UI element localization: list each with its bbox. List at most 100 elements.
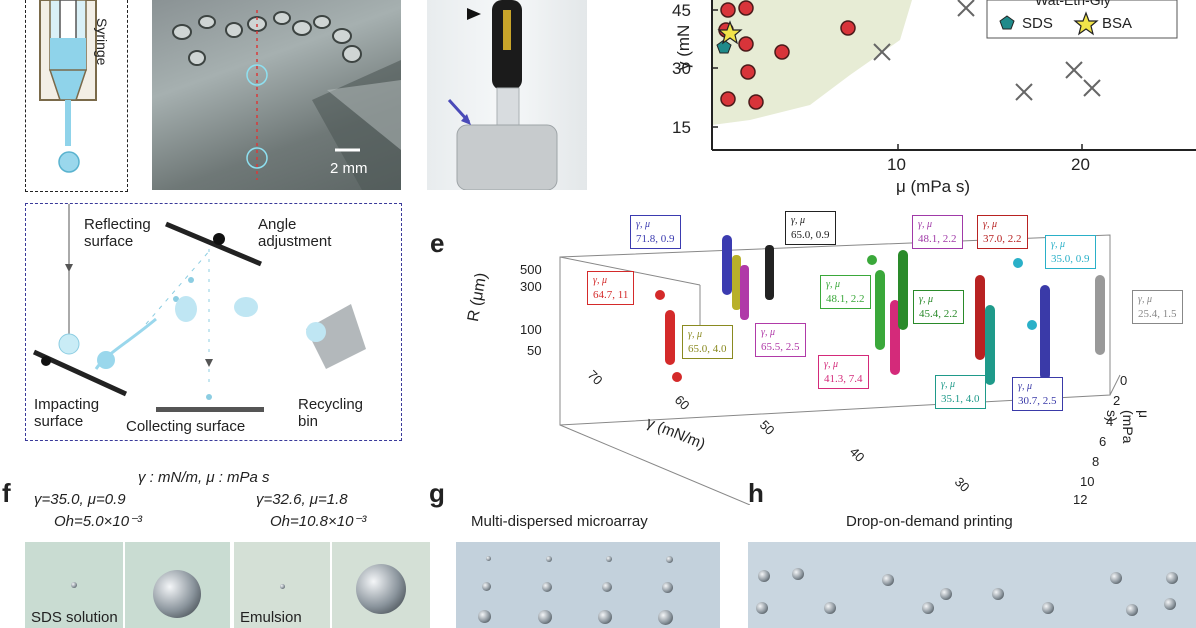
droplet-icon	[598, 610, 612, 624]
panel-f-right-params: γ=32.6, μ=1.8	[256, 491, 348, 508]
droplet-icon	[1164, 598, 1176, 610]
panel-f-left-oh: Oh=5.0×10⁻³	[54, 513, 142, 530]
droplet-path-icon	[32, 204, 366, 412]
photo-divider	[123, 542, 125, 628]
panel-b-schematic: Reflecting surface Angle adjustment Impa…	[25, 203, 402, 441]
emulsion-photo: Emulsion	[234, 542, 430, 628]
droplet-icon	[1042, 602, 1054, 614]
droplet-trajectory-icon	[172, 10, 401, 190]
droplet-icon	[824, 602, 836, 614]
tag-value: 25.4, 1.5	[1138, 308, 1177, 320]
panel-e-letter: e	[430, 228, 445, 258]
droplet-icon	[1110, 572, 1122, 584]
small-droplet-icon	[280, 584, 285, 589]
tag-header: γ, μ	[791, 215, 805, 226]
large-droplet-icon	[153, 570, 201, 618]
droplet-icon	[542, 582, 552, 592]
droplet-icon	[602, 582, 612, 592]
y-tick-45: 45	[672, 1, 691, 20]
tag-header: γ, μ	[919, 294, 933, 305]
droplet-icon	[606, 556, 612, 562]
tag-header: γ, μ	[636, 219, 650, 230]
droplet-icon	[758, 570, 770, 582]
droplet-icon	[940, 588, 952, 600]
droplet-icon	[666, 556, 673, 563]
data-tag: γ, μ 65.0, 0.9	[785, 211, 836, 245]
tag-header: γ, μ	[941, 379, 955, 390]
droplet-icon	[756, 602, 768, 614]
droplet-icon	[992, 588, 1004, 600]
mu-tick-0: 0	[1120, 373, 1128, 388]
syringe-label: Syringe	[94, 18, 110, 66]
legend-bsa-label: BSA	[1102, 15, 1133, 32]
collecting-surface-label: Collecting surface	[126, 418, 246, 435]
data-tag: γ, μ 41.3, 7.4	[818, 355, 869, 389]
reflecting-surface-label: Reflecting surface	[84, 216, 151, 250]
mu-tick-8: 8	[1092, 454, 1100, 469]
tag-value: 71.8, 0.9	[636, 233, 675, 245]
tag-value: 64.7, 11	[593, 289, 629, 301]
droplet-icon	[1166, 572, 1178, 584]
scale-bar-label: 2 mm	[330, 160, 368, 177]
droplet-icon	[662, 582, 673, 593]
recycling-bin-label: Recycling bin	[298, 396, 364, 430]
tag-header: γ, μ	[761, 327, 775, 338]
x-tick-20: 20	[1071, 155, 1090, 174]
legend-title: Wat-Eth-Gly	[1035, 0, 1111, 8]
printing-photo	[748, 542, 1196, 628]
tag-value: 48.1, 2.2	[826, 293, 865, 305]
data-tag: γ, μ 64.7, 11	[587, 271, 635, 305]
data-tag: γ, μ 48.1, 2.2	[912, 215, 963, 249]
tag-value: 65.0, 0.9	[791, 229, 830, 241]
panel-e-chart: e R (μm) 500 3	[420, 205, 1196, 507]
droplet-icon	[922, 602, 934, 614]
tag-header: γ, μ	[918, 219, 932, 230]
droplet-icon	[792, 568, 804, 580]
3d-scatter-plot	[559, 234, 1121, 506]
panel-f-letter: f	[2, 478, 11, 508]
tag-value: 30.7, 2.5	[1018, 395, 1057, 407]
tag-value: 65.0, 4.0	[688, 343, 727, 355]
tag-value: 35.0, 0.9	[1051, 253, 1090, 265]
data-tag: γ, μ 30.7, 2.5	[1012, 377, 1063, 411]
y-tick-15: 15	[672, 118, 691, 137]
mu-tick-6: 6	[1099, 434, 1107, 449]
x-axis-label: μ (mPa s)	[896, 177, 971, 196]
x-tick-10: 10	[887, 155, 906, 174]
z-tick-500: 500	[520, 262, 542, 277]
tag-header: γ, μ	[1051, 239, 1065, 250]
panel-d-chart: Wat-Eth-Gly SDS BSA γ (mN 45 30 15 10 20…	[600, 0, 1196, 200]
angle-adjustment-label: Angle adjustment	[258, 216, 332, 250]
tag-header: γ, μ	[593, 275, 607, 286]
mu-tick-10: 10	[1080, 474, 1095, 489]
tag-value: 41.3, 7.4	[824, 373, 863, 385]
panel-f-left-params: γ=35.0, μ=0.9	[34, 491, 126, 508]
droplet-icon	[546, 556, 552, 562]
tag-header: γ, μ	[824, 359, 838, 370]
data-tag: γ, μ 35.0, 0.9	[1045, 235, 1096, 269]
nozzle-device-icon	[447, 0, 558, 190]
z-tick-300: 300	[520, 279, 542, 294]
droplet-icon	[1126, 604, 1138, 616]
microarray-photo	[456, 542, 720, 628]
y-tick-30: 30	[672, 59, 691, 78]
mu-tick-4: 4	[1106, 414, 1114, 429]
z-tick-50: 50	[527, 343, 542, 358]
emulsion-caption: Emulsion	[240, 609, 302, 626]
panel-h-letter: h	[748, 478, 764, 508]
photo-divider	[330, 542, 332, 628]
syringe-icon	[39, 0, 97, 173]
tag-value: 48.1, 2.2	[918, 233, 957, 245]
droplet-icon	[882, 574, 894, 586]
mu-tick-2: 2	[1113, 393, 1121, 408]
impacting-surface-label: Impacting surface	[34, 396, 100, 430]
tag-header: γ, μ	[688, 329, 702, 340]
large-droplet-icon	[356, 564, 406, 614]
tag-header: γ, μ	[1018, 381, 1032, 392]
panel-g-letter: g	[429, 478, 445, 508]
